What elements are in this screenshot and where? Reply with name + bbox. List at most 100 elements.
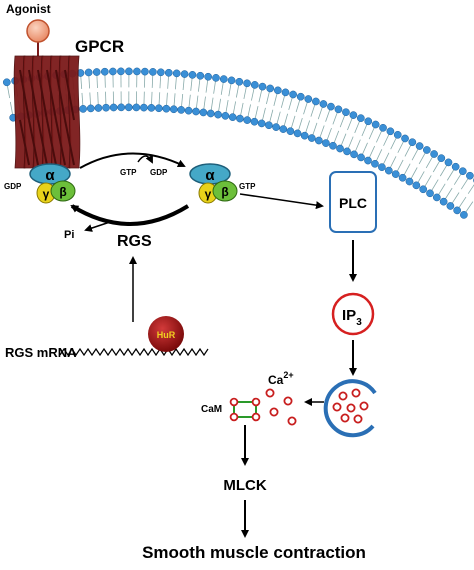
- helix-loop: [46, 119, 57, 166]
- lipid-head: [415, 142, 424, 150]
- lipid-head: [94, 104, 103, 112]
- gpcr-label: GPCR: [75, 37, 124, 56]
- lipid-head: [439, 197, 448, 206]
- lipid-head: [204, 72, 213, 81]
- plc-label: PLC: [339, 195, 367, 211]
- gdp-top-label: GDP: [150, 168, 168, 177]
- lipid-head: [289, 90, 297, 99]
- stored-calcium-ions: [332, 388, 369, 424]
- lipid-head: [408, 138, 417, 147]
- lipid-head: [206, 109, 215, 118]
- lipid-head: [391, 170, 400, 178]
- lipid-head: [109, 67, 117, 76]
- lipid-head: [192, 107, 200, 116]
- stored-calcium-ion: [351, 388, 361, 398]
- lipid-head: [84, 68, 93, 77]
- lipid-head: [79, 105, 87, 113]
- lipid-head: [419, 185, 428, 194]
- lipid-head: [356, 114, 365, 122]
- lipid-head: [304, 95, 313, 103]
- lipid-head: [432, 193, 441, 202]
- lipid-head: [243, 79, 251, 88]
- stored-calcium-ion: [346, 403, 356, 413]
- contraction-label: Smooth muscle contraction: [142, 543, 366, 562]
- gtp-gdp-swap-arrow: [137, 154, 153, 164]
- lipid-head: [266, 84, 275, 93]
- helix-loop: [28, 69, 39, 121]
- gamma-symbol-active: γ: [205, 187, 212, 201]
- stored-calcium-ion: [338, 391, 348, 401]
- lipid-head: [379, 123, 387, 132]
- helix-loop: [37, 119, 48, 166]
- plc-box: [329, 171, 377, 233]
- alpha-symbol: α: [45, 167, 55, 184]
- cam-calcium-ion: [251, 397, 261, 407]
- lipid-head: [257, 119, 266, 128]
- free-calcium-ion: [287, 416, 297, 426]
- rgs-label: RGS: [117, 233, 152, 250]
- beta-symbol: β: [59, 185, 66, 199]
- hur-label: HuR: [157, 330, 176, 340]
- pi-release-arrow: [84, 221, 111, 232]
- lipid-head: [327, 102, 335, 111]
- lipid-head: [188, 71, 197, 79]
- helix-loop: [19, 69, 30, 121]
- lipid-head: [286, 127, 295, 136]
- lipid-head: [386, 127, 395, 136]
- lipid-head: [405, 177, 414, 186]
- stored-calcium-ion: [359, 401, 369, 411]
- cam-calcium-ion: [251, 412, 261, 422]
- lipid-head: [364, 156, 372, 165]
- lipid-head: [156, 68, 165, 77]
- lipid-head: [164, 68, 173, 77]
- stored-calcium-ion: [353, 414, 363, 424]
- lipid-head: [466, 171, 474, 180]
- lipid-head: [300, 131, 309, 140]
- lipid-head: [437, 154, 446, 163]
- pi-label: Pi: [64, 229, 74, 241]
- lipid-head: [296, 92, 305, 101]
- lipid-head: [393, 130, 402, 139]
- lipid-head: [273, 86, 282, 95]
- lipid-head: [293, 129, 302, 138]
- free-calcium-ion: [265, 388, 275, 398]
- gamma-symbol: γ: [43, 187, 50, 201]
- lipid-head: [453, 206, 462, 215]
- lipid-head: [451, 162, 460, 171]
- lipid-head: [446, 202, 455, 210]
- lipid-head: [258, 82, 267, 91]
- rgs-mrna-regulation: RGS mRNA HuR: [5, 256, 209, 360]
- free-calcium-ions: [265, 388, 297, 426]
- lipid-head: [430, 150, 438, 158]
- lipid-head: [133, 67, 141, 76]
- activation-arrow: [79, 152, 186, 169]
- lipid-head: [2, 78, 11, 87]
- lipid-head: [426, 189, 434, 198]
- lipid-head: [184, 106, 193, 115]
- lipid-head: [117, 103, 126, 112]
- gpcr-receptor: [13, 55, 81, 169]
- lipid-head: [312, 97, 320, 106]
- lipid-head: [460, 211, 468, 219]
- lipid-head: [342, 108, 350, 117]
- lipid-head: [250, 81, 259, 89]
- nucleotide-exchange-cycle: GTP GDP Pi RGS: [64, 152, 190, 250]
- mrna-strand: [59, 347, 209, 357]
- hur-protein: [148, 316, 184, 352]
- helix-loop: [19, 119, 30, 166]
- lipid-head: [212, 74, 220, 82]
- lipid-head: [334, 105, 343, 114]
- lipid-tail: [467, 184, 474, 194]
- lipid-head: [307, 134, 316, 142]
- lipid-head: [92, 68, 101, 76]
- lipid-head: [140, 103, 148, 112]
- g-beta-subunit: [50, 180, 76, 202]
- lipid-head: [357, 153, 365, 162]
- stored-calcium-ion: [340, 413, 350, 423]
- lipid-head: [364, 117, 373, 126]
- helix-loop: [55, 69, 66, 121]
- lipid-head: [117, 67, 125, 76]
- lipid-head: [250, 117, 259, 126]
- helix-loop: [64, 119, 75, 166]
